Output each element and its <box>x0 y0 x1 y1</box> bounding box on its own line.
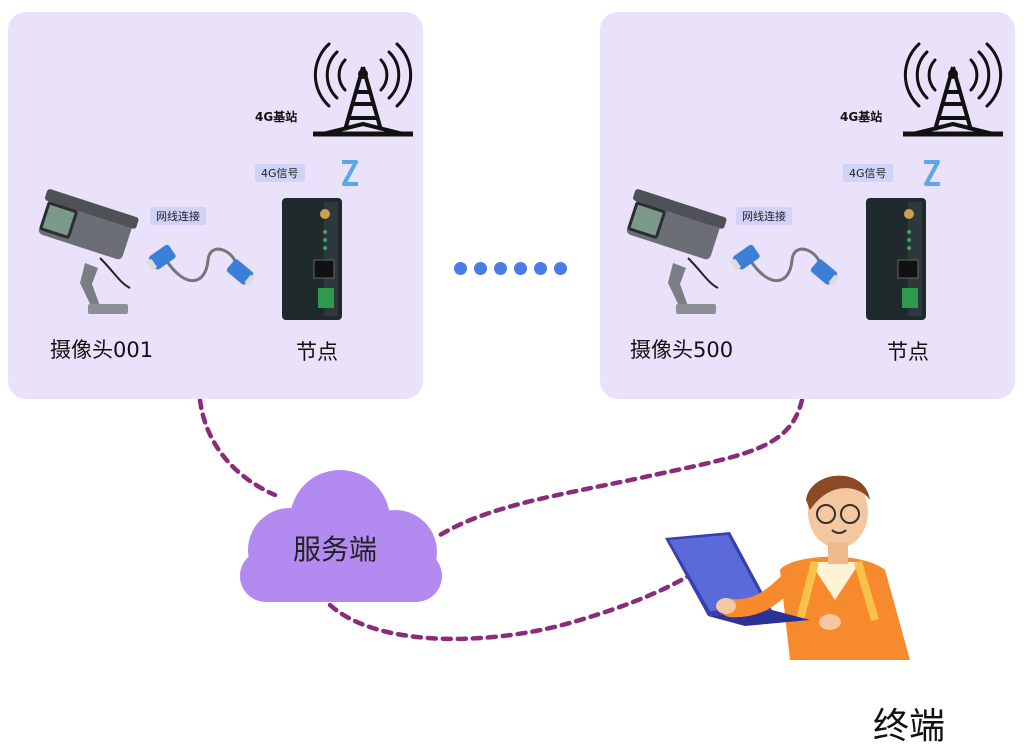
node-label: 节点 <box>887 340 929 364</box>
node-label: 节点 <box>296 340 338 364</box>
signal-label: 4G信号 <box>843 164 893 182</box>
cable-label: 网线连接 <box>736 207 792 225</box>
cloud-icon <box>240 470 442 602</box>
server-label: 服务端 <box>293 533 378 566</box>
cable-icon <box>730 244 840 287</box>
terminal-label: 终端 <box>873 706 946 747</box>
link-server-to-terminal <box>327 572 693 642</box>
base-station-label: 4G基站 <box>255 110 298 124</box>
signal-icon <box>924 160 940 186</box>
ellipsis-dot <box>454 262 467 275</box>
camera-group-panel-001: 4G基站 4G信号 网线连接 摄像头001 节点 <box>8 12 423 399</box>
cable-label: 网线连接 <box>150 207 206 225</box>
base-station-label: 4G基站 <box>840 110 883 124</box>
ellipsis-dot <box>534 262 547 275</box>
camera-icon <box>626 189 727 314</box>
node-device-icon <box>866 198 926 320</box>
camera-icon <box>38 189 139 314</box>
ellipsis-dot <box>474 262 487 275</box>
node-device-icon <box>282 198 342 320</box>
ellipsis-dot <box>514 262 527 275</box>
cable-icon <box>146 244 256 287</box>
cell-tower-icon <box>313 42 413 137</box>
signal-label: 4G信号 <box>255 164 305 182</box>
camera-label: 摄像头500 <box>630 338 734 362</box>
link-left-panel-to-server <box>197 397 278 498</box>
signal-icon <box>342 160 358 186</box>
camera-label: 摄像头001 <box>50 338 154 362</box>
ellipsis-dot <box>554 262 567 275</box>
link-right-panel-to-server <box>437 397 805 538</box>
camera-group-panel-500: 4G基站 4G信号 网线连接 摄像头500 节点 <box>600 12 1015 399</box>
ellipsis-dot <box>494 262 507 275</box>
person-laptop-icon <box>665 475 910 660</box>
cell-tower-icon <box>903 42 1003 137</box>
